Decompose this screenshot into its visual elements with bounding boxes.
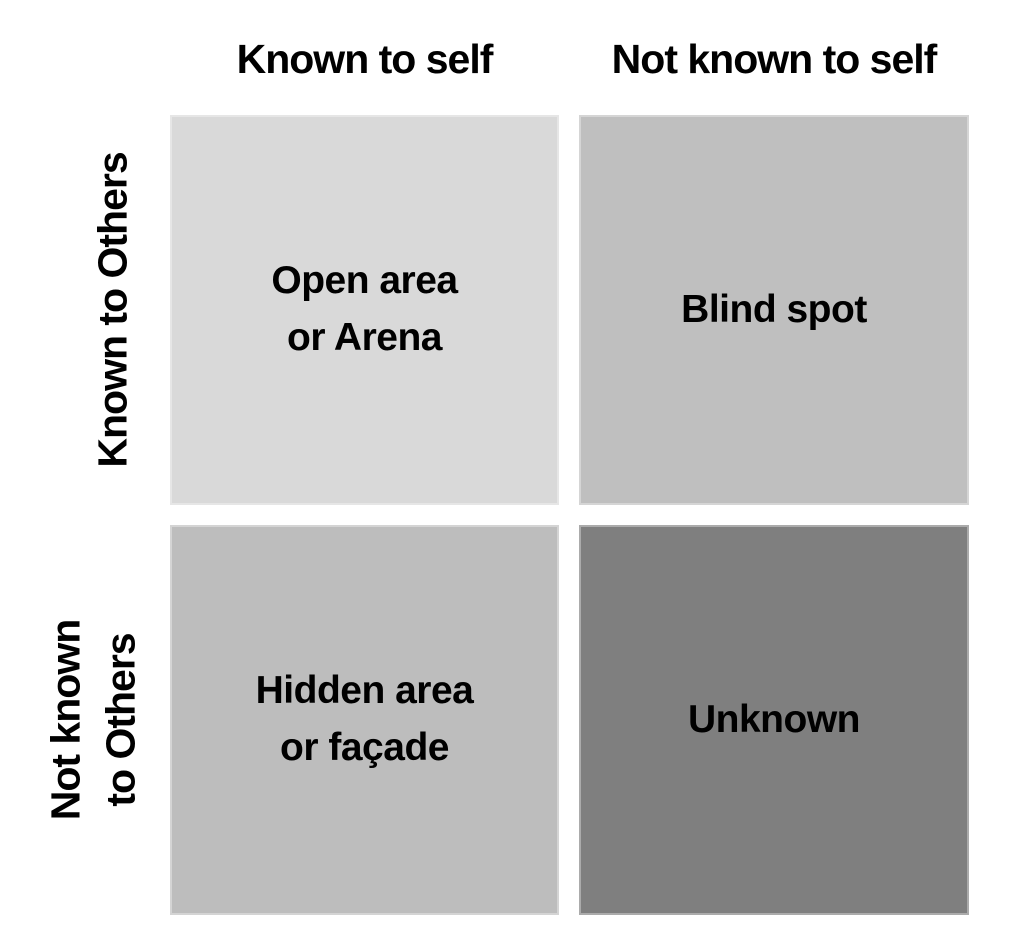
quadrant-open-area: Open area or Arena <box>170 115 559 505</box>
quadrant-blind-spot: Blind spot <box>579 115 969 505</box>
row-header-known-to-others-text: Known to Others <box>85 152 140 467</box>
row-header-line: Not known <box>42 619 89 821</box>
row-header-not-known-to-others-text: Not known to Others <box>39 620 150 821</box>
column-header-not-known-to-self: Not known to self <box>611 35 938 82</box>
quadrant-unknown: Unknown <box>579 525 969 915</box>
quadrant-label-line: or Arena <box>287 316 442 359</box>
column-header-known-to-self: Known to self <box>236 35 494 82</box>
row-header-known-to-others: Known to Others <box>55 115 170 505</box>
row-header-line: to Others <box>98 633 144 807</box>
quadrant-hidden-area: Hidden area or façade <box>170 525 559 915</box>
quadrant-label-line: or façade <box>280 726 449 769</box>
quadrant-label-line: Open area <box>271 259 458 303</box>
quadrant-label-line: Unknown <box>688 697 860 741</box>
row-header-not-known-to-others: Not known to Others <box>18 525 170 915</box>
quadrant-label-line: Blind spot <box>681 287 867 331</box>
row-header-line: Known to Others <box>88 152 135 468</box>
quadrant-label-line: Hidden area <box>255 669 474 713</box>
